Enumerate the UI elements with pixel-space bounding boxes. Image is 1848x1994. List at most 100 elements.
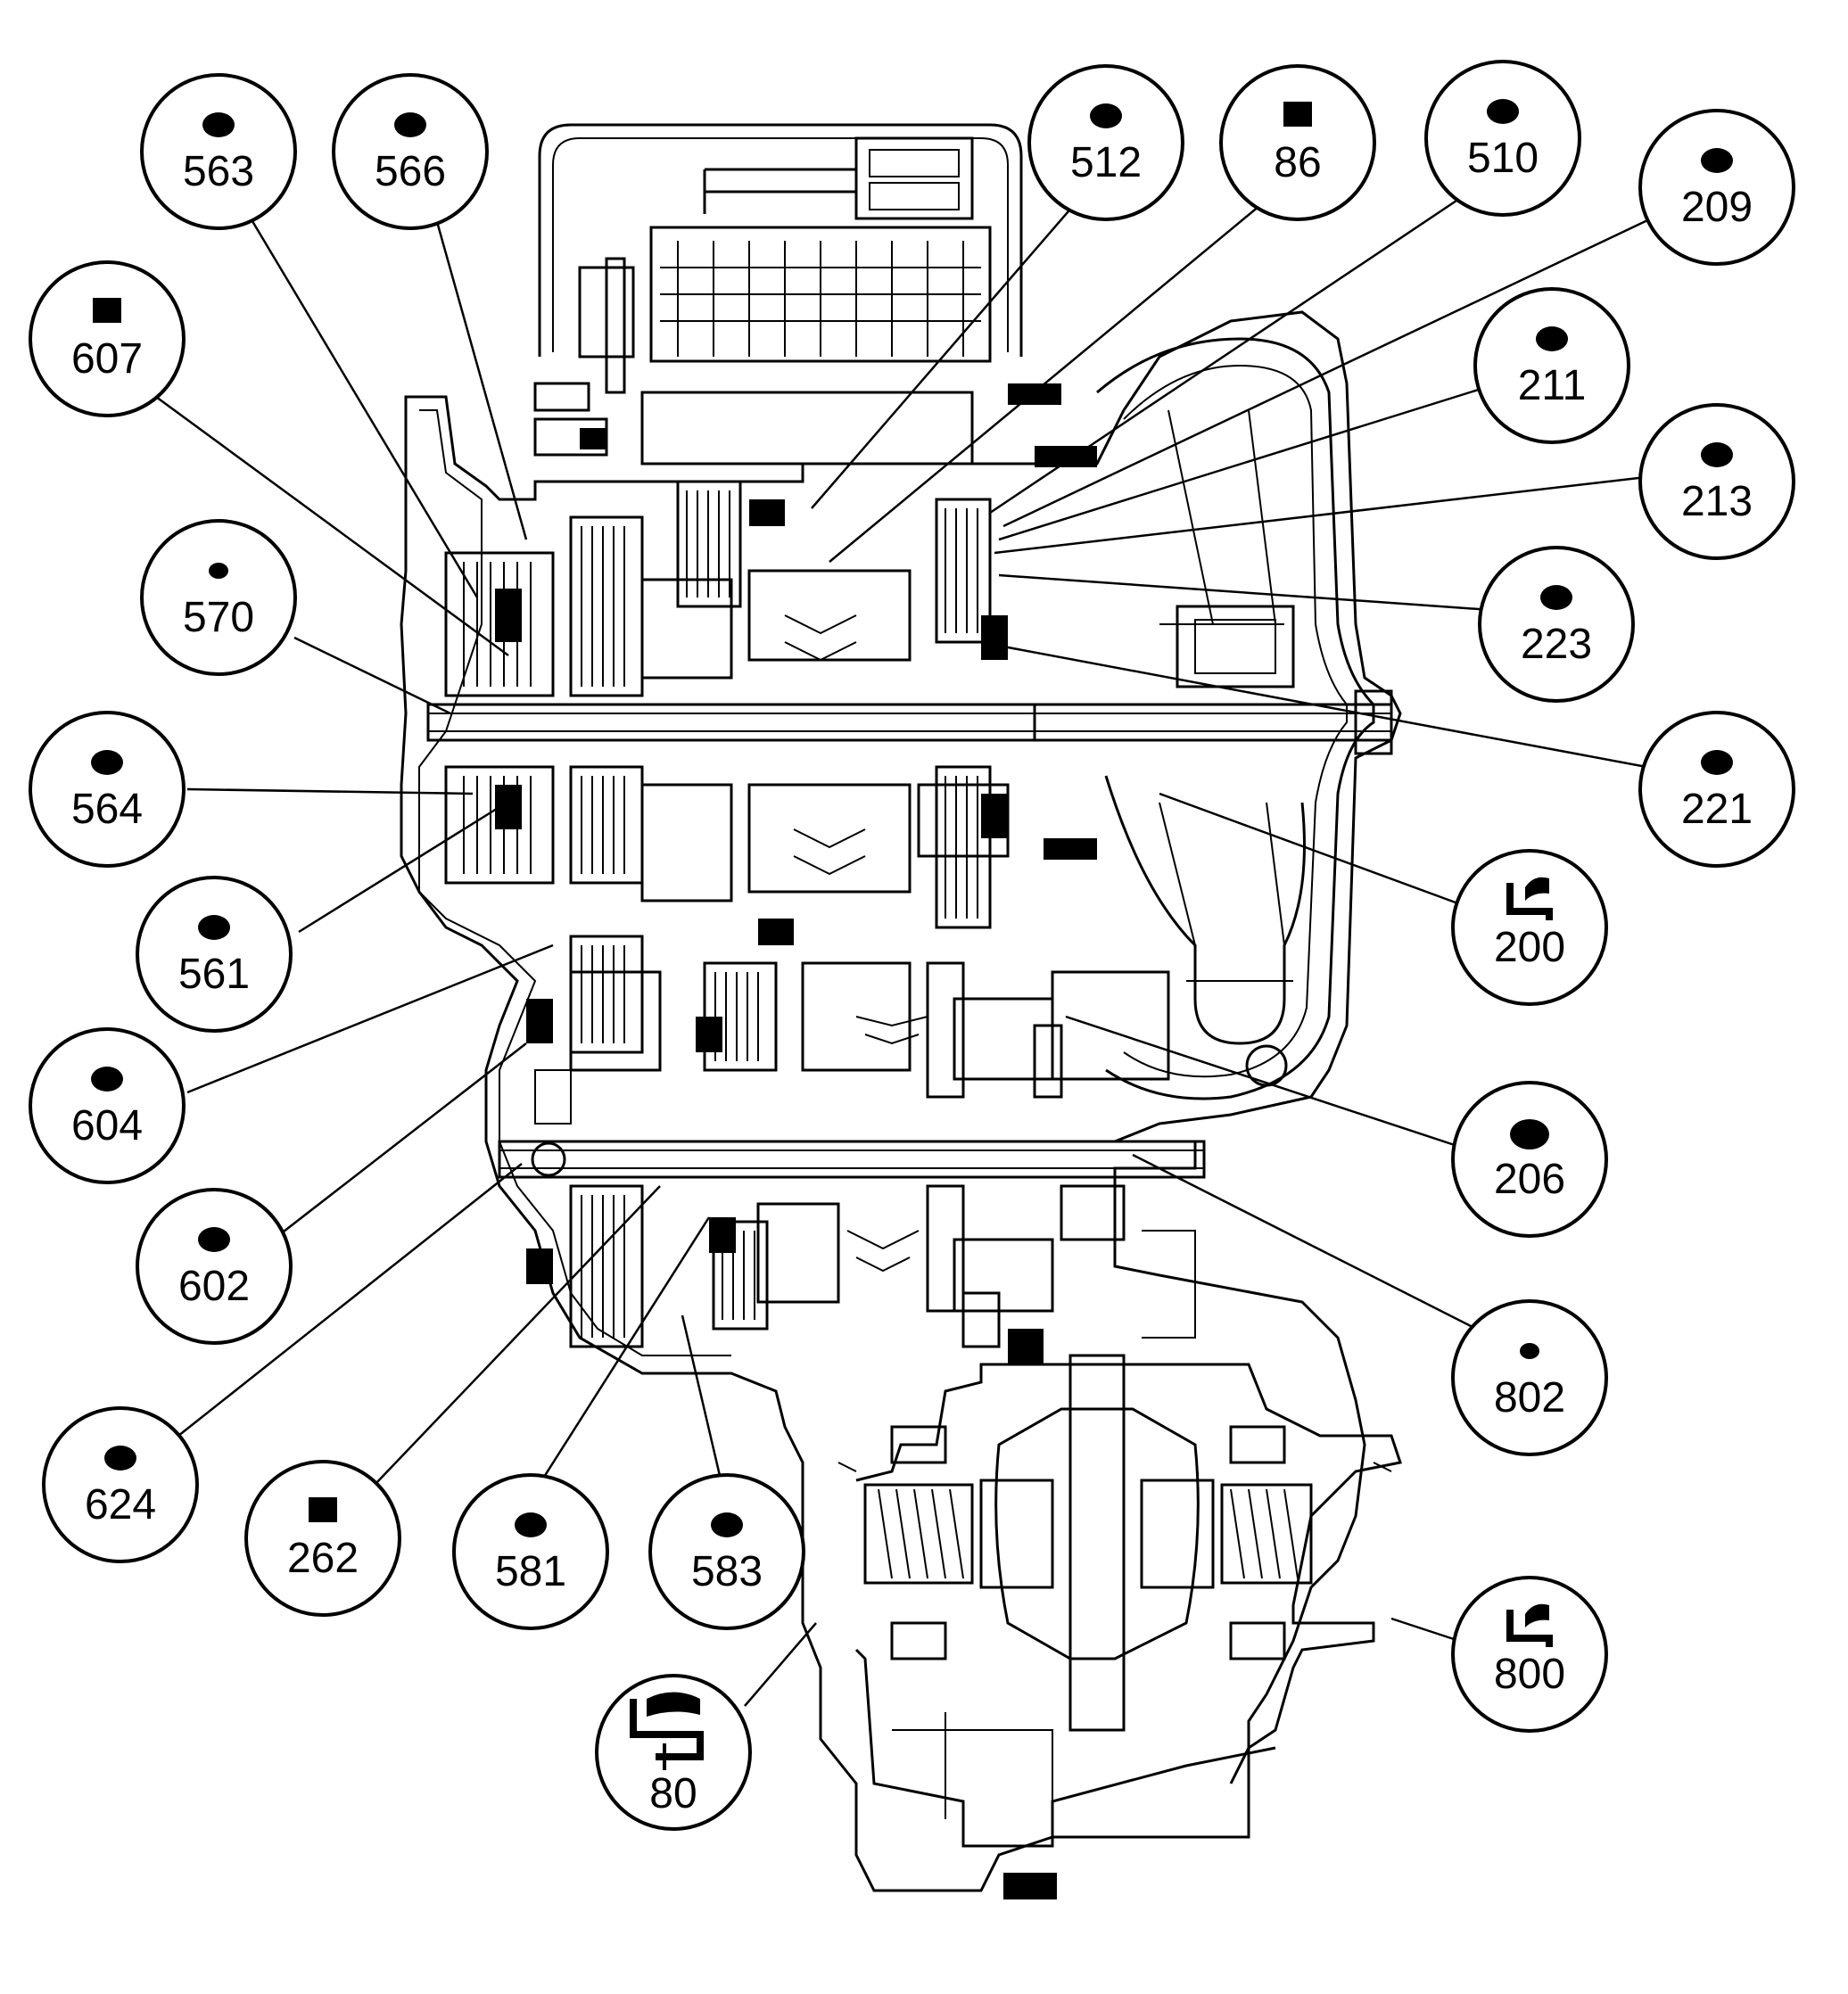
leader-561 — [298, 805, 500, 934]
callout-262: 262 — [244, 1460, 401, 1617]
callout-number: 80 — [649, 1770, 697, 1817]
callout-570: 570 — [140, 519, 297, 676]
dot-marker-icon — [1536, 326, 1568, 351]
callout-566: 566 — [332, 73, 489, 230]
callout-number: 604 — [71, 1102, 143, 1149]
leader-223 — [998, 573, 1505, 613]
callout-circle — [1638, 109, 1795, 266]
callout-number: 213 — [1681, 478, 1753, 525]
callout-circle — [452, 1473, 609, 1630]
callout-circle — [1478, 546, 1635, 703]
callout-number: 624 — [85, 1481, 156, 1528]
dot-marker-icon — [711, 1512, 743, 1537]
callout-802: 802 — [1451, 1299, 1608, 1456]
callout-circle — [1451, 1299, 1608, 1456]
callout-number: 566 — [375, 148, 446, 195]
callout-561: 561 — [136, 876, 293, 1033]
leader-583 — [681, 1314, 722, 1480]
callout-206: 206 — [1451, 1081, 1608, 1238]
callout-circle — [648, 1473, 805, 1630]
callout-number: 206 — [1494, 1156, 1565, 1203]
leader-lines — [155, 197, 1662, 1707]
callout-circle — [140, 73, 297, 230]
leader-800 — [1390, 1617, 1460, 1643]
square-marker-icon — [309, 1497, 337, 1522]
leader-206 — [1065, 1015, 1464, 1149]
dot-marker-icon — [1701, 148, 1733, 173]
callout-604: 604 — [29, 1027, 186, 1184]
dot-marker-icon — [202, 112, 235, 137]
callout-number: 262 — [287, 1535, 359, 1582]
callout-number: 581 — [495, 1548, 566, 1595]
leader-624 — [177, 1163, 523, 1437]
clutch-packs — [444, 480, 992, 1348]
callout-circle — [1638, 711, 1795, 868]
callout-564: 564 — [29, 711, 186, 868]
callout-number: 602 — [178, 1263, 250, 1310]
leader-563 — [245, 211, 479, 598]
leader-570 — [293, 636, 451, 715]
callout-800: 800 — [1451, 1576, 1608, 1733]
callout-number: 583 — [691, 1548, 763, 1595]
callout-583: 583 — [648, 1473, 805, 1630]
callout-circle — [29, 260, 186, 417]
leader-581 — [538, 1216, 711, 1485]
callout-213: 213 — [1638, 403, 1795, 560]
callout-circle — [332, 73, 489, 230]
leader-602 — [267, 1042, 527, 1245]
planetary-gear-sets — [569, 569, 1170, 1313]
valve-body-lines — [660, 241, 981, 357]
callout-circle — [1027, 64, 1184, 221]
callout-circle — [1424, 60, 1581, 217]
leader-86 — [829, 201, 1266, 563]
leader-512 — [811, 198, 1080, 509]
leader-607 — [155, 395, 509, 657]
leader-209 — [1002, 212, 1662, 528]
callout-number: 802 — [1494, 1374, 1565, 1421]
leader-566 — [433, 211, 528, 540]
callout-223: 223 — [1478, 546, 1635, 703]
differential — [837, 1354, 1402, 1848]
callout-602: 602 — [136, 1188, 293, 1345]
callout-circle — [1219, 64, 1376, 221]
square-marker-icon — [93, 298, 121, 323]
leader-510 — [989, 197, 1460, 515]
dot-marker-icon — [1540, 585, 1572, 610]
callout-80: 80 — [595, 1674, 752, 1831]
leader-80 — [744, 1622, 817, 1707]
small-dot-marker-icon — [1520, 1343, 1539, 1359]
callout-circle — [29, 711, 186, 868]
callout-circle — [42, 1406, 199, 1563]
callout-number: 209 — [1681, 184, 1753, 231]
callout-circle — [136, 1188, 293, 1345]
callout-number: 570 — [183, 594, 254, 641]
large-dot-marker-icon — [1510, 1119, 1549, 1149]
leader-200 — [1159, 792, 1464, 907]
callout-624: 624 — [42, 1406, 199, 1563]
leader-213 — [994, 474, 1662, 555]
callout-number: 223 — [1521, 621, 1592, 668]
callout-607: 607 — [29, 260, 186, 417]
callout-512: 512 — [1027, 64, 1184, 221]
square-marker-icon — [1283, 102, 1312, 127]
small-dot-marker-icon — [209, 563, 228, 579]
callout-circle — [136, 876, 293, 1033]
dot-marker-icon — [198, 915, 230, 940]
leader-604 — [186, 943, 554, 1094]
leader-802 — [1132, 1153, 1477, 1331]
dot-marker-icon — [1701, 750, 1733, 775]
callout-number: 561 — [178, 951, 250, 998]
leader-262 — [374, 1185, 661, 1486]
callout-number: 607 — [71, 335, 143, 383]
callout-581: 581 — [452, 1473, 609, 1630]
callout-563: 563 — [140, 73, 297, 230]
callout-circle — [1473, 287, 1630, 444]
callout-number: 510 — [1467, 135, 1539, 182]
sealant-icon — [1506, 1603, 1553, 1647]
callout-209: 209 — [1638, 109, 1795, 266]
sealant-icon — [1506, 877, 1553, 920]
callout-221: 221 — [1638, 711, 1795, 868]
sealant-tube-icon — [630, 1692, 704, 1770]
dot-marker-icon — [104, 1446, 136, 1471]
